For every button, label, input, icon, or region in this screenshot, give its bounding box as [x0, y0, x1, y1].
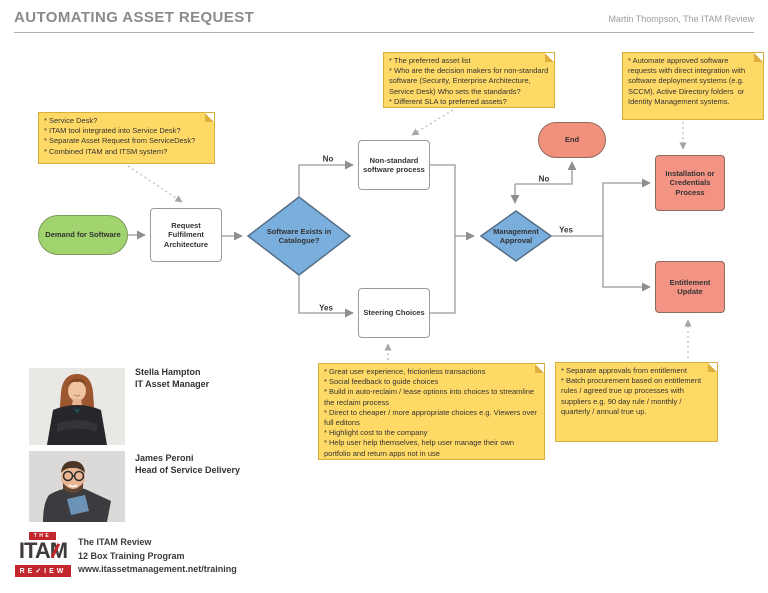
node-software-exists-decision: Software Exists in Catalogue?: [247, 196, 351, 276]
diamond-shape: [247, 196, 351, 276]
edge-label-no-catalogue: No: [322, 154, 334, 164]
node-request-fulfilment-architecture: Request Fulfilment Architecture: [150, 208, 222, 262]
person-role: Head of Service Delivery: [135, 465, 241, 475]
logo-review-badge: RE✓IEW: [15, 565, 71, 577]
note-fold-icon: [708, 363, 717, 372]
stella-photo: [29, 368, 125, 445]
edge-label-yes-approval: Yes: [559, 225, 573, 235]
footer-program: 12 Box Training Program: [78, 550, 185, 561]
person-stella: Stella Hampton IT Asset Manager: [135, 366, 209, 390]
footer-url: www.itassetmanagement.net/training: [78, 564, 237, 574]
note-text: * The preferred asset list * Who are the…: [389, 56, 549, 106]
note-fold-icon: [535, 364, 544, 373]
node-demand-for-software: Demand for Software: [38, 215, 128, 255]
note-steering: * Great user experience, frictionless tr…: [318, 363, 545, 460]
note-preferred-assets: * The preferred asset list * Who are the…: [383, 52, 555, 108]
person-name: James Peroni: [135, 453, 194, 463]
note-text: * Automate approved software requests wi…: [628, 56, 748, 106]
note-fold-icon: [545, 53, 554, 62]
note-fold-icon: [205, 113, 214, 122]
decision-label: Software Exists in Catalogue?: [266, 226, 332, 245]
logo-the-badge: THE: [29, 532, 56, 540]
note-text: * Service Desk? * ITAM tool integrated i…: [44, 116, 196, 156]
page-title: AUTOMATING ASSET REQUEST: [14, 9, 255, 26]
node-non-standard-process: Non-standard software process: [358, 140, 430, 190]
node-entitlement-update: Entitlement Update: [655, 261, 725, 313]
note-connectors: [127, 109, 692, 360]
node-end: End: [538, 122, 606, 158]
node-steering-choices: Steering Choices: [358, 288, 430, 338]
person-james: James Peroni Head of Service Delivery: [135, 452, 240, 476]
person-role: IT Asset Manager: [135, 379, 210, 389]
edge-label-yes-catalogue: Yes: [319, 303, 333, 313]
decision-label: Management Approval: [493, 226, 539, 245]
logo-itam-text: ITAM: [18, 538, 68, 563]
header-divider: [14, 32, 754, 33]
note-service-desk: * Service Desk? * ITAM tool integrated i…: [38, 112, 215, 164]
note-text: * Great user experience, frictionless tr…: [324, 367, 537, 458]
edge-label-no-approval: No: [538, 174, 550, 184]
person-name: Stella Hampton: [135, 367, 201, 377]
node-installation-credentials: Installation or Credentials Process: [655, 155, 725, 211]
flow-connectors: [128, 160, 651, 318]
note-fold-icon: [754, 53, 763, 62]
footer-text-block: The ITAM Review 12 Box Training Program …: [78, 536, 237, 577]
itam-review-logo: THE ITAM RE✓IEW: [14, 532, 72, 579]
note-entitlement: * Separate approvals from entitlement * …: [555, 362, 718, 442]
author-byline: Martin Thompson, The ITAM Review: [608, 14, 754, 24]
note-automation: * Automate approved software requests wi…: [622, 52, 764, 120]
node-management-approval-decision: Management Approval: [480, 210, 552, 262]
diamond-shape: [480, 210, 552, 262]
note-text: * Separate approvals from entitlement * …: [561, 366, 702, 416]
footer-org: The ITAM Review: [78, 537, 152, 547]
james-photo: [29, 451, 125, 522]
